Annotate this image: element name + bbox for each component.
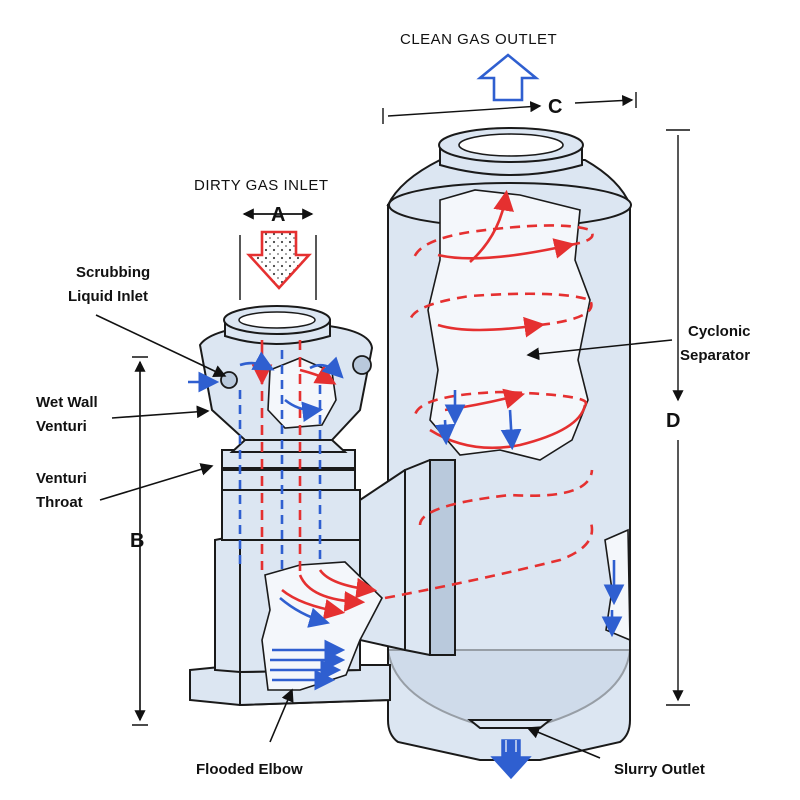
flooded-elbow-label: Flooded Elbow bbox=[196, 761, 303, 778]
dimension-d bbox=[666, 129, 690, 706]
scrubbing-liquid-inlet-label-line2: Liquid Inlet bbox=[68, 288, 148, 305]
liquid-flow-arrows bbox=[188, 350, 625, 638]
slurry-outlet-label: Slurry Outlet bbox=[614, 761, 705, 778]
dirty-gas-inlet-arrow bbox=[246, 230, 312, 290]
cyclonic-separator-label-line2: Separator bbox=[680, 347, 750, 364]
dimension-b-label: B bbox=[130, 530, 144, 552]
dimension-c bbox=[382, 92, 637, 124]
clean-gas-outlet-arrow bbox=[476, 53, 540, 102]
cyclonic-separator-label-line1: Cyclonic bbox=[688, 323, 751, 340]
scrubbing-liquid-inlet-label-line1: Scrubbing bbox=[76, 264, 150, 281]
flooded-liquid bbox=[270, 639, 346, 691]
venturi-throat-label-line2: Throat bbox=[36, 494, 83, 511]
venturi-tower bbox=[189, 305, 391, 707]
dimension-d-label: D bbox=[666, 410, 680, 432]
dimension-a-label: A bbox=[271, 204, 285, 226]
slurry-outlet-arrow bbox=[490, 739, 532, 780]
clean-gas-outlet-label: CLEAN GAS OUTLET bbox=[400, 31, 557, 48]
cyclonic-separator-vessel bbox=[386, 127, 632, 761]
dirty-gas-inlet-label: DIRTY GAS INLET bbox=[194, 177, 328, 194]
dimension-b bbox=[132, 356, 148, 726]
wet-wall-venturi-label-line2: Venturi bbox=[36, 418, 87, 435]
venturi-throat-label-line1: Venturi bbox=[36, 470, 87, 487]
dimension-c-label: C bbox=[548, 96, 562, 118]
dimension-a bbox=[239, 208, 317, 300]
connecting-duct bbox=[359, 459, 456, 656]
leader-lines bbox=[95, 314, 673, 759]
wet-wall-venturi-label-line1: Wet Wall bbox=[36, 394, 98, 411]
